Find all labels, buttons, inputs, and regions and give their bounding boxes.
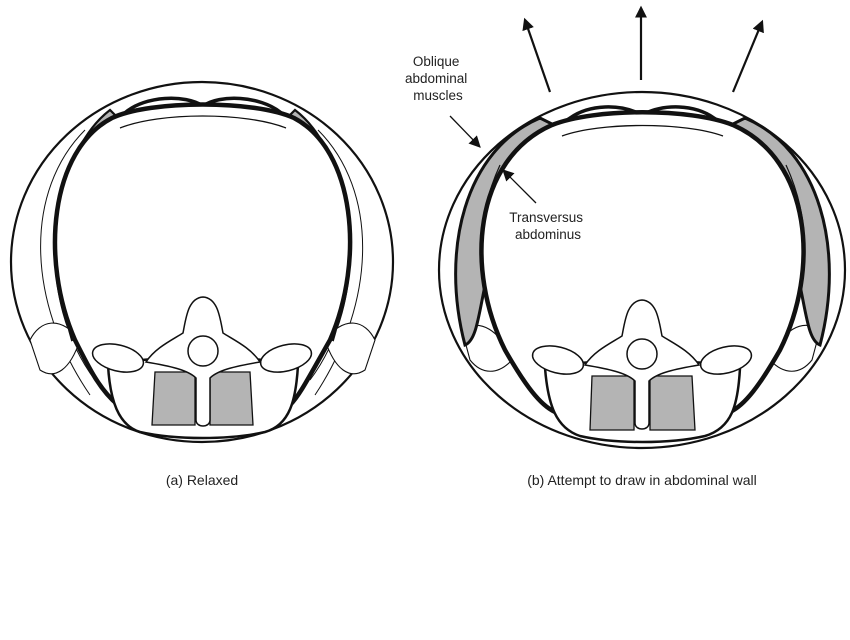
kidney-left [531,345,585,375]
panel-draw-in: Oblique abdominal muscles Transversus ab… [405,5,847,488]
caption-draw-in: (b) Attempt to draw in abdominal wall [527,472,757,488]
erector-spinae [209,371,254,426]
outward-arrow-icon [522,17,552,93]
kidney-left [91,343,145,373]
panel-relaxed: (a) Relaxed [9,80,395,488]
peritoneum-line [119,115,287,129]
kidney-right [699,345,753,375]
caption-relaxed: (a) Relaxed [166,472,238,488]
label-transversus: Transversus abdominus [509,210,587,242]
label-oblique: Oblique abdominal muscles [405,54,471,103]
outward-arrow-icon [731,19,764,93]
pointer-arrow-icon [502,169,537,204]
pointer-arrow-icon [449,115,481,148]
peritoneum-line [561,124,724,137]
transversus-line [775,164,806,361]
erector-spinae [589,375,635,431]
erector-spinae [649,375,696,431]
kidney-right [259,343,313,373]
spinal-canal [626,338,658,370]
erector-spinae [151,371,196,426]
spinal-canal [187,335,219,367]
transversus-line [480,164,511,361]
